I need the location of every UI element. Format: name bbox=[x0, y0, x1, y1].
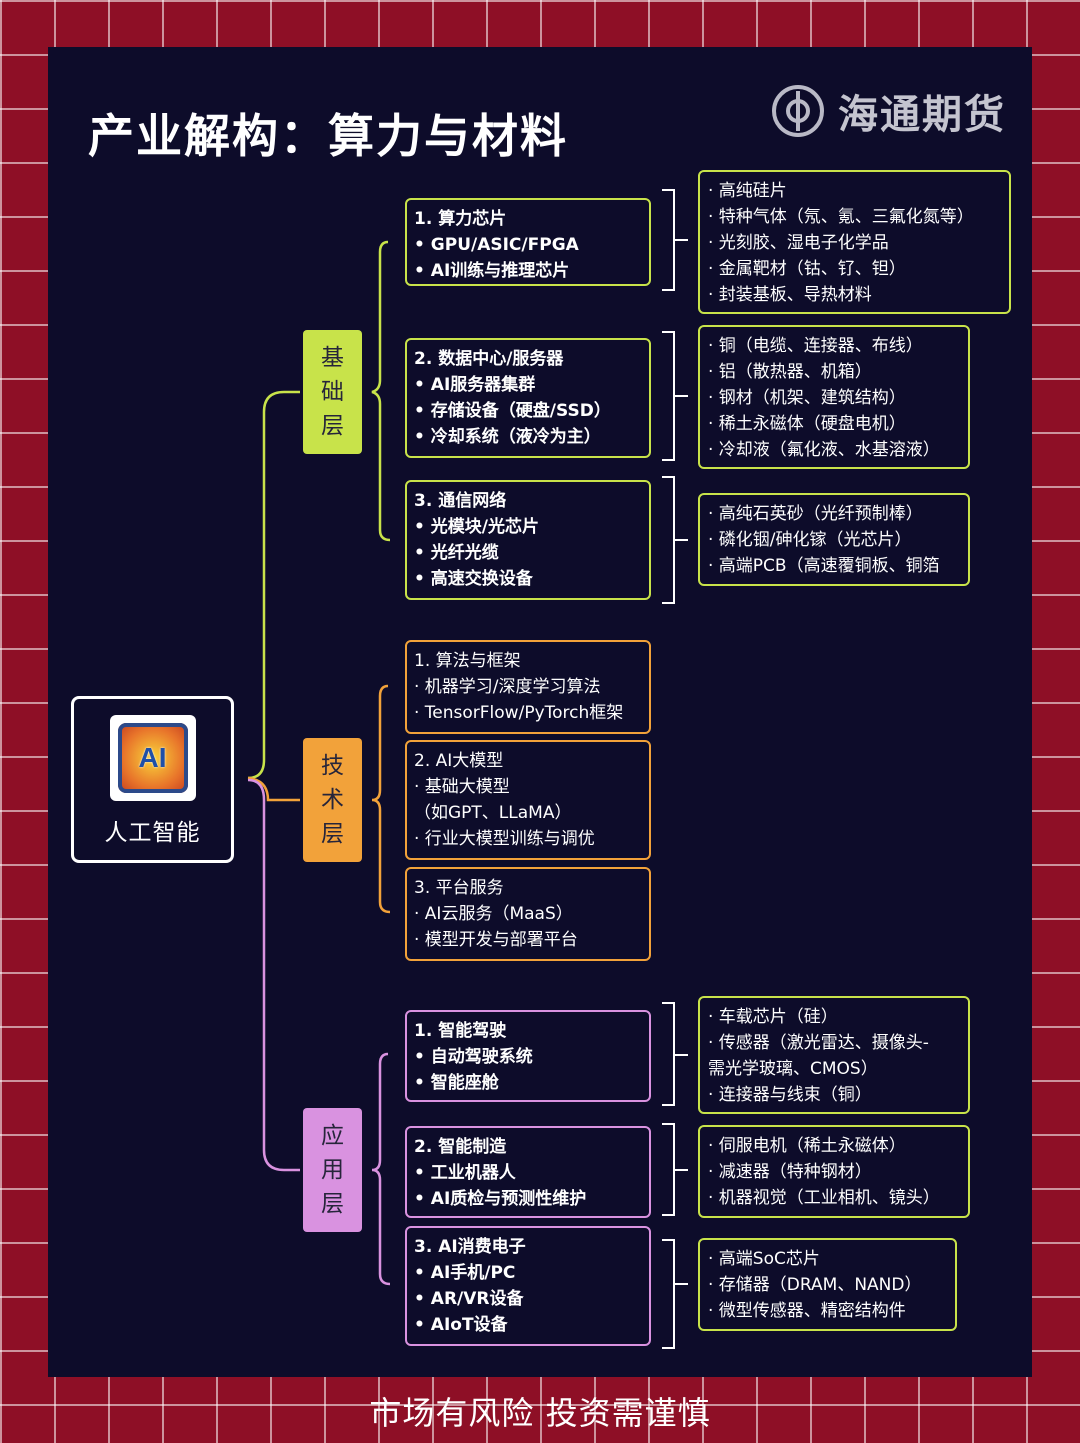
root-node-ai: AI 人工智能 bbox=[71, 696, 234, 863]
layer-tech: 技术层 bbox=[303, 738, 362, 862]
risk-disclaimer: 市场有风险 投资需谨慎 bbox=[369, 1394, 711, 1432]
node-ai-consumer-electronics: 3. AI消费电子 • AI手机/PC • AR/VR设备 • AIoT设备 bbox=[405, 1226, 651, 1346]
brand-logo: 海通期货 bbox=[772, 82, 1006, 140]
root-label: 人工智能 bbox=[104, 820, 201, 846]
materials-communication: · 高纯石英砂（光纤预制棒） · 磷化铟/砷化镓（光芯片） · 高端PCB（高速… bbox=[698, 493, 970, 586]
node-compute-chips: 1. 算力芯片 • GPU/ASIC/FPGA • AI训练与推理芯片 bbox=[405, 198, 651, 286]
node-communication: 3. 通信网络 • 光模块/光芯片 • 光纤光缆 • 高速交换设备 bbox=[405, 480, 651, 600]
materials-data-center: · 铜（电缆、连接器、布线） · 铝（散热器、机箱） · 钢材（机架、建筑结构）… bbox=[698, 325, 970, 469]
chip-text: AI bbox=[138, 742, 167, 773]
materials-compute-chips: · 高纯硅片 · 特种气体（氖、氪、三氟化氮等） · 光刻胶、湿电子化学品 · … bbox=[698, 170, 1011, 314]
materials-smart-manufacturing: · 伺服电机（稀土永磁体） · 减速器（特种钢材） · 机器视觉（工业相机、镜头… bbox=[698, 1125, 970, 1218]
logo-text: 海通期货 bbox=[838, 91, 1006, 138]
layer-foundation: 基础层 bbox=[303, 330, 362, 454]
materials-smart-driving: · 车载芯片（硅） · 传感器（激光雷达、摄像头- 需光学玻璃、CMOS） · … bbox=[698, 996, 970, 1114]
node-ai-models: 2. AI大模型 · 基础大模型 （如GPT、LLaMA） · 行业大模型训练与… bbox=[405, 740, 651, 860]
node-smart-manufacturing: 2. 智能制造 • 工业机器人 • AI质检与预测性维护 bbox=[405, 1126, 651, 1218]
node-platform-services: 3. 平台服务 · AI云服务（MaaS） · 模型开发与部署平台 bbox=[405, 867, 651, 961]
haitong-logo-icon bbox=[772, 85, 824, 137]
page-title: 产业解构：算力与材料 bbox=[88, 109, 568, 163]
layer-application: 应用层 bbox=[303, 1108, 362, 1232]
main-panel bbox=[48, 47, 1032, 1377]
materials-ai-consumer-electronics: · 高端SoC芯片 · 存储器（DRAM、NAND） · 微型传感器、精密结构件 bbox=[698, 1238, 957, 1331]
node-algorithms: 1. 算法与框架 · 机器学习/深度学习算法 · TensorFlow/PyTo… bbox=[405, 640, 651, 734]
ai-chip-icon: AI bbox=[109, 715, 196, 801]
node-smart-driving: 1. 智能驾驶 • 自动驾驶系统 • 智能座舱 bbox=[405, 1010, 651, 1102]
node-data-center: 2. 数据中心/服务器 • AI服务器集群 • 存储设备（硬盘/SSD） • 冷… bbox=[405, 338, 651, 458]
